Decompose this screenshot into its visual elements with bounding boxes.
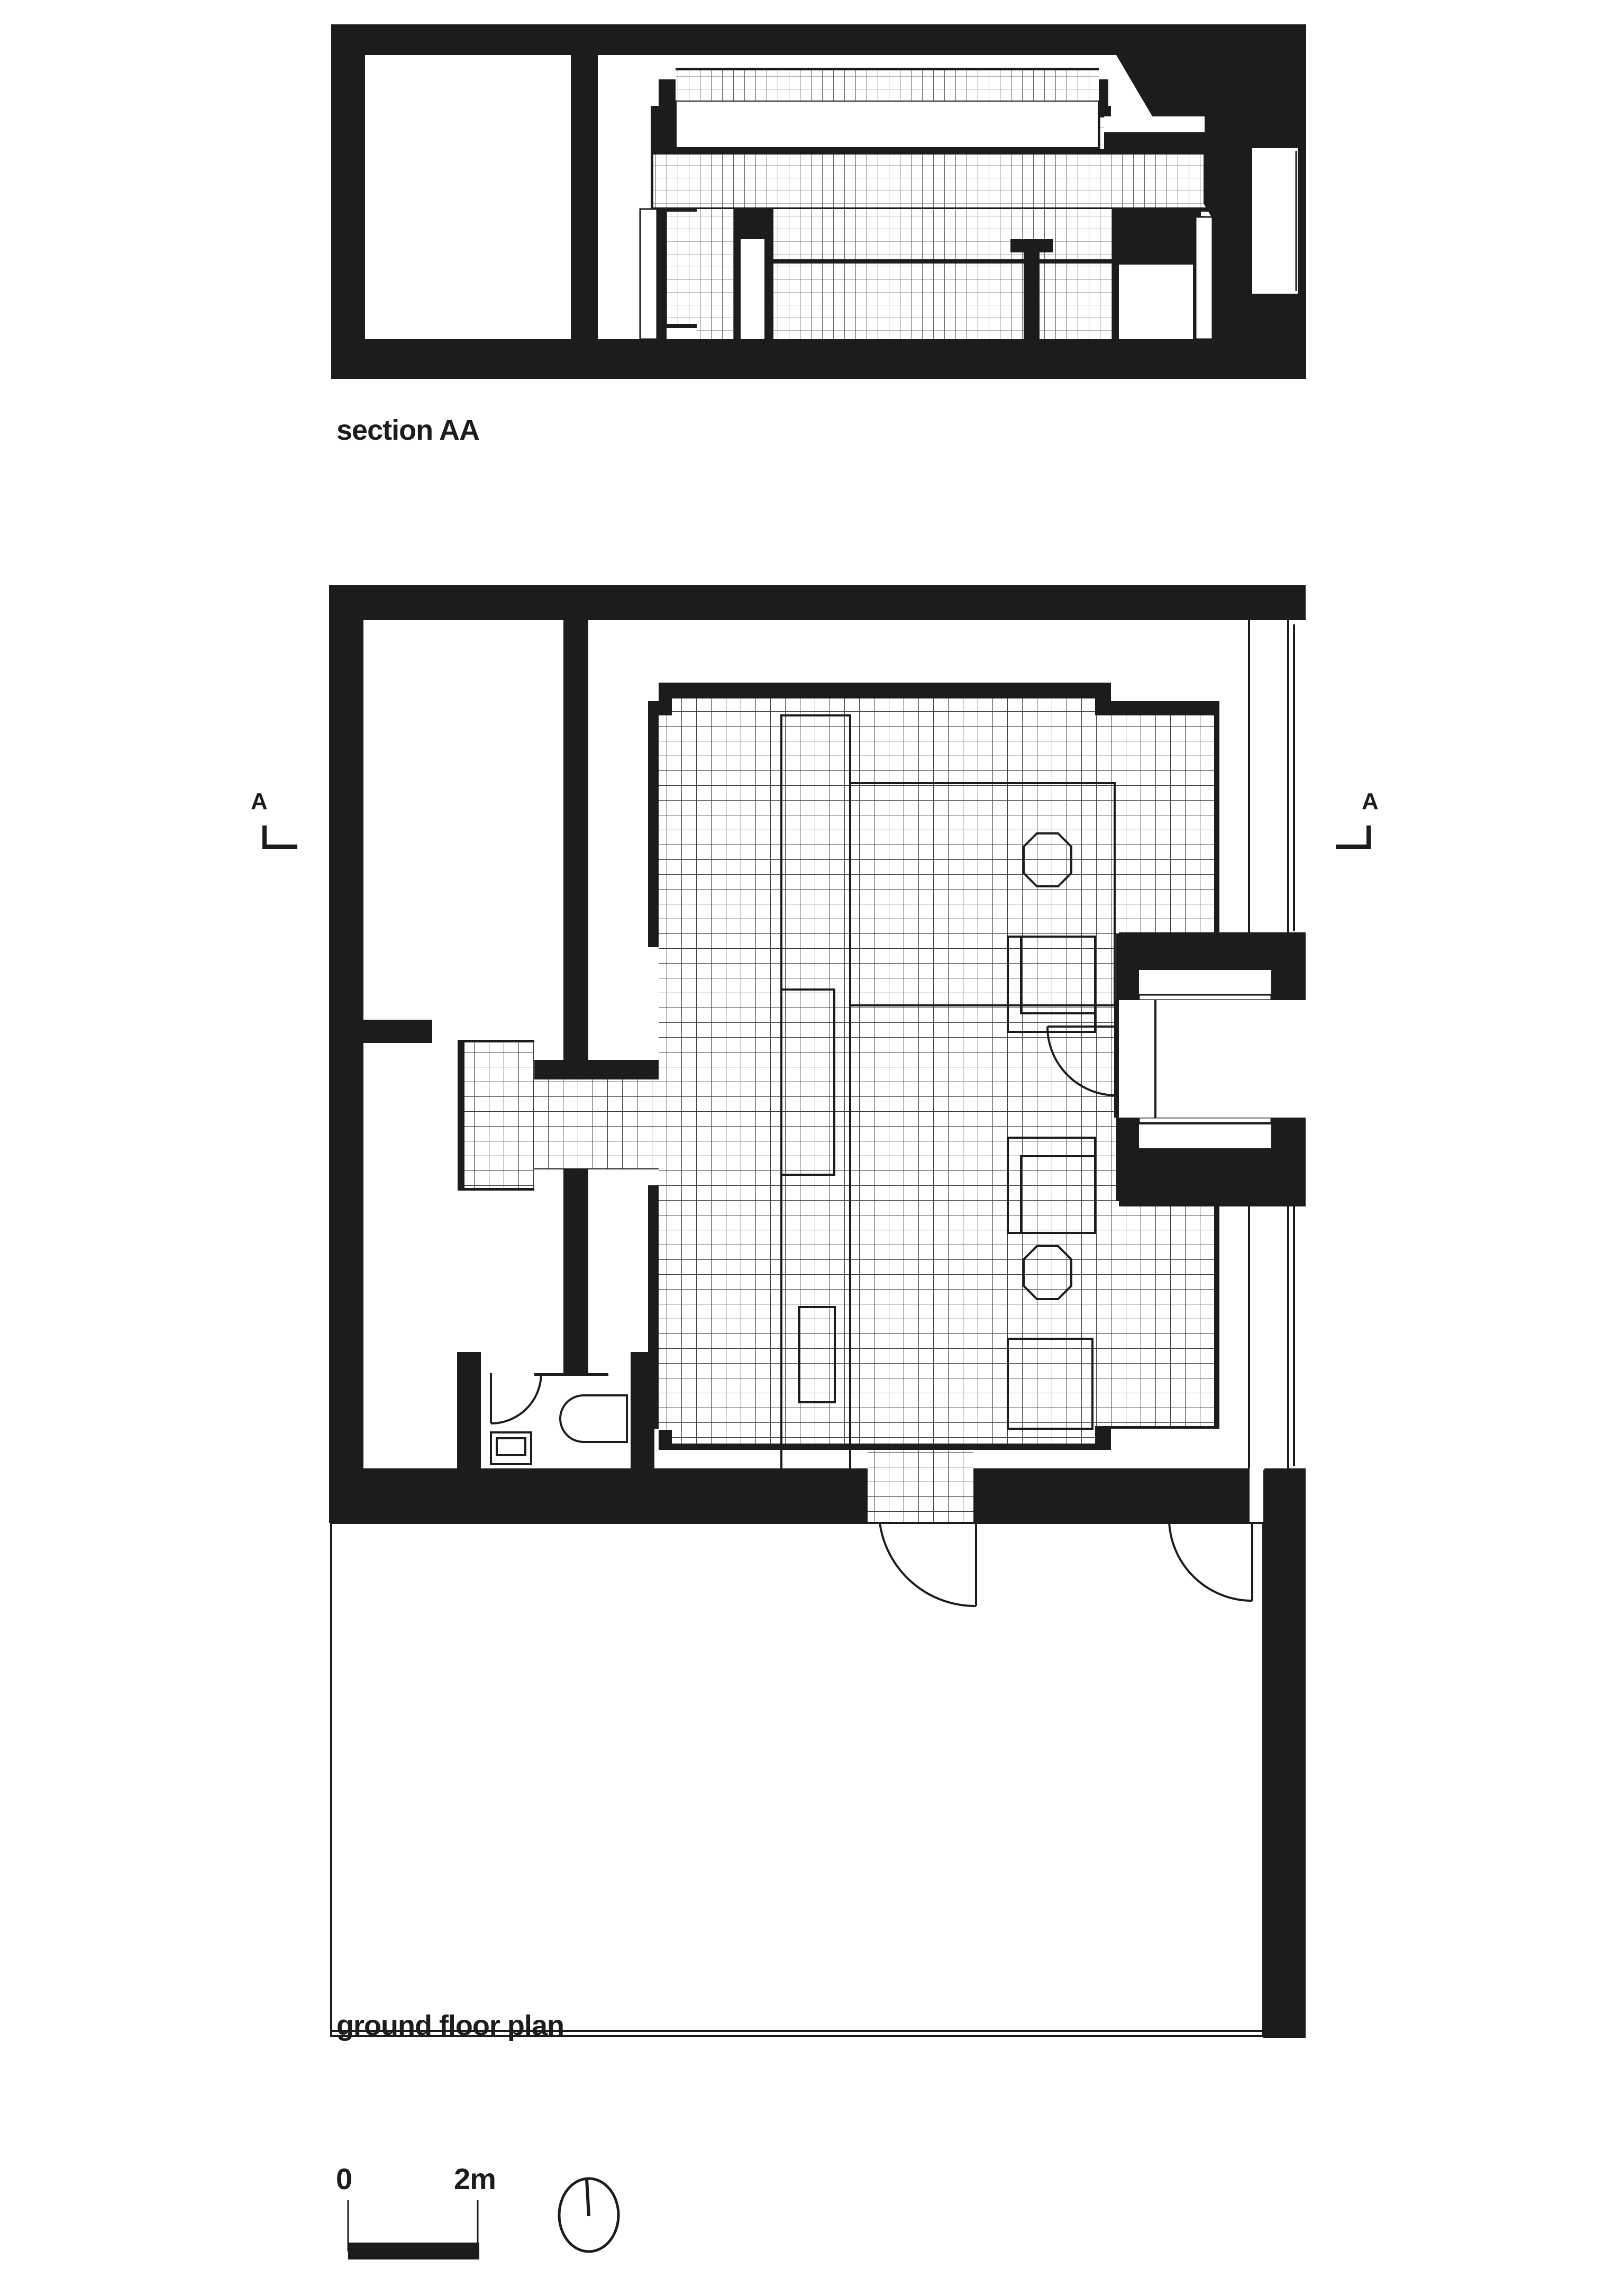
plan-wc-toilet	[559, 1394, 628, 1443]
plan-entrance-doors	[879, 1522, 1253, 1608]
section-aa-drawing	[331, 24, 1306, 379]
plan-wc	[457, 1352, 654, 1468]
section-marker-left-icon	[262, 825, 297, 849]
plan-low-plinth	[798, 1306, 836, 1403]
section-column	[741, 239, 764, 339]
section-counter-left	[639, 208, 658, 340]
plan-side-entrance	[1046, 932, 1306, 1206]
plan-octagon-table-lower	[1023, 1245, 1072, 1300]
section-marker-left-label: A	[251, 788, 268, 814]
section-ceiling-band	[675, 99, 1100, 149]
plan-tiled-interior	[458, 683, 1219, 1490]
section-marker-right-label: A	[1362, 788, 1379, 814]
section-title: section AA	[336, 414, 480, 446]
plan-title: ground floor plan	[336, 2010, 564, 2041]
section-marker-right-icon	[1336, 825, 1371, 849]
north-arrow-icon	[558, 2177, 620, 2253]
plan-display-island	[849, 782, 1116, 1006]
section-left-room	[365, 55, 571, 339]
plan-lower-right-platform	[1007, 1338, 1094, 1430]
ground-floor-plan-drawing	[329, 585, 1306, 2038]
plan-octagon-table-upper	[1023, 832, 1072, 887]
scale-bar-icon	[347, 2200, 479, 2259]
section-counter-right	[1119, 265, 1193, 339]
plan-wc-basin	[490, 1431, 532, 1465]
plan-courtyard	[330, 1522, 1264, 2037]
scale-end-label: 2m	[454, 2162, 496, 2195]
plan-bench	[780, 988, 835, 1176]
section-right-window	[1250, 146, 1300, 296]
scale-start-label: 0	[336, 2162, 352, 2195]
